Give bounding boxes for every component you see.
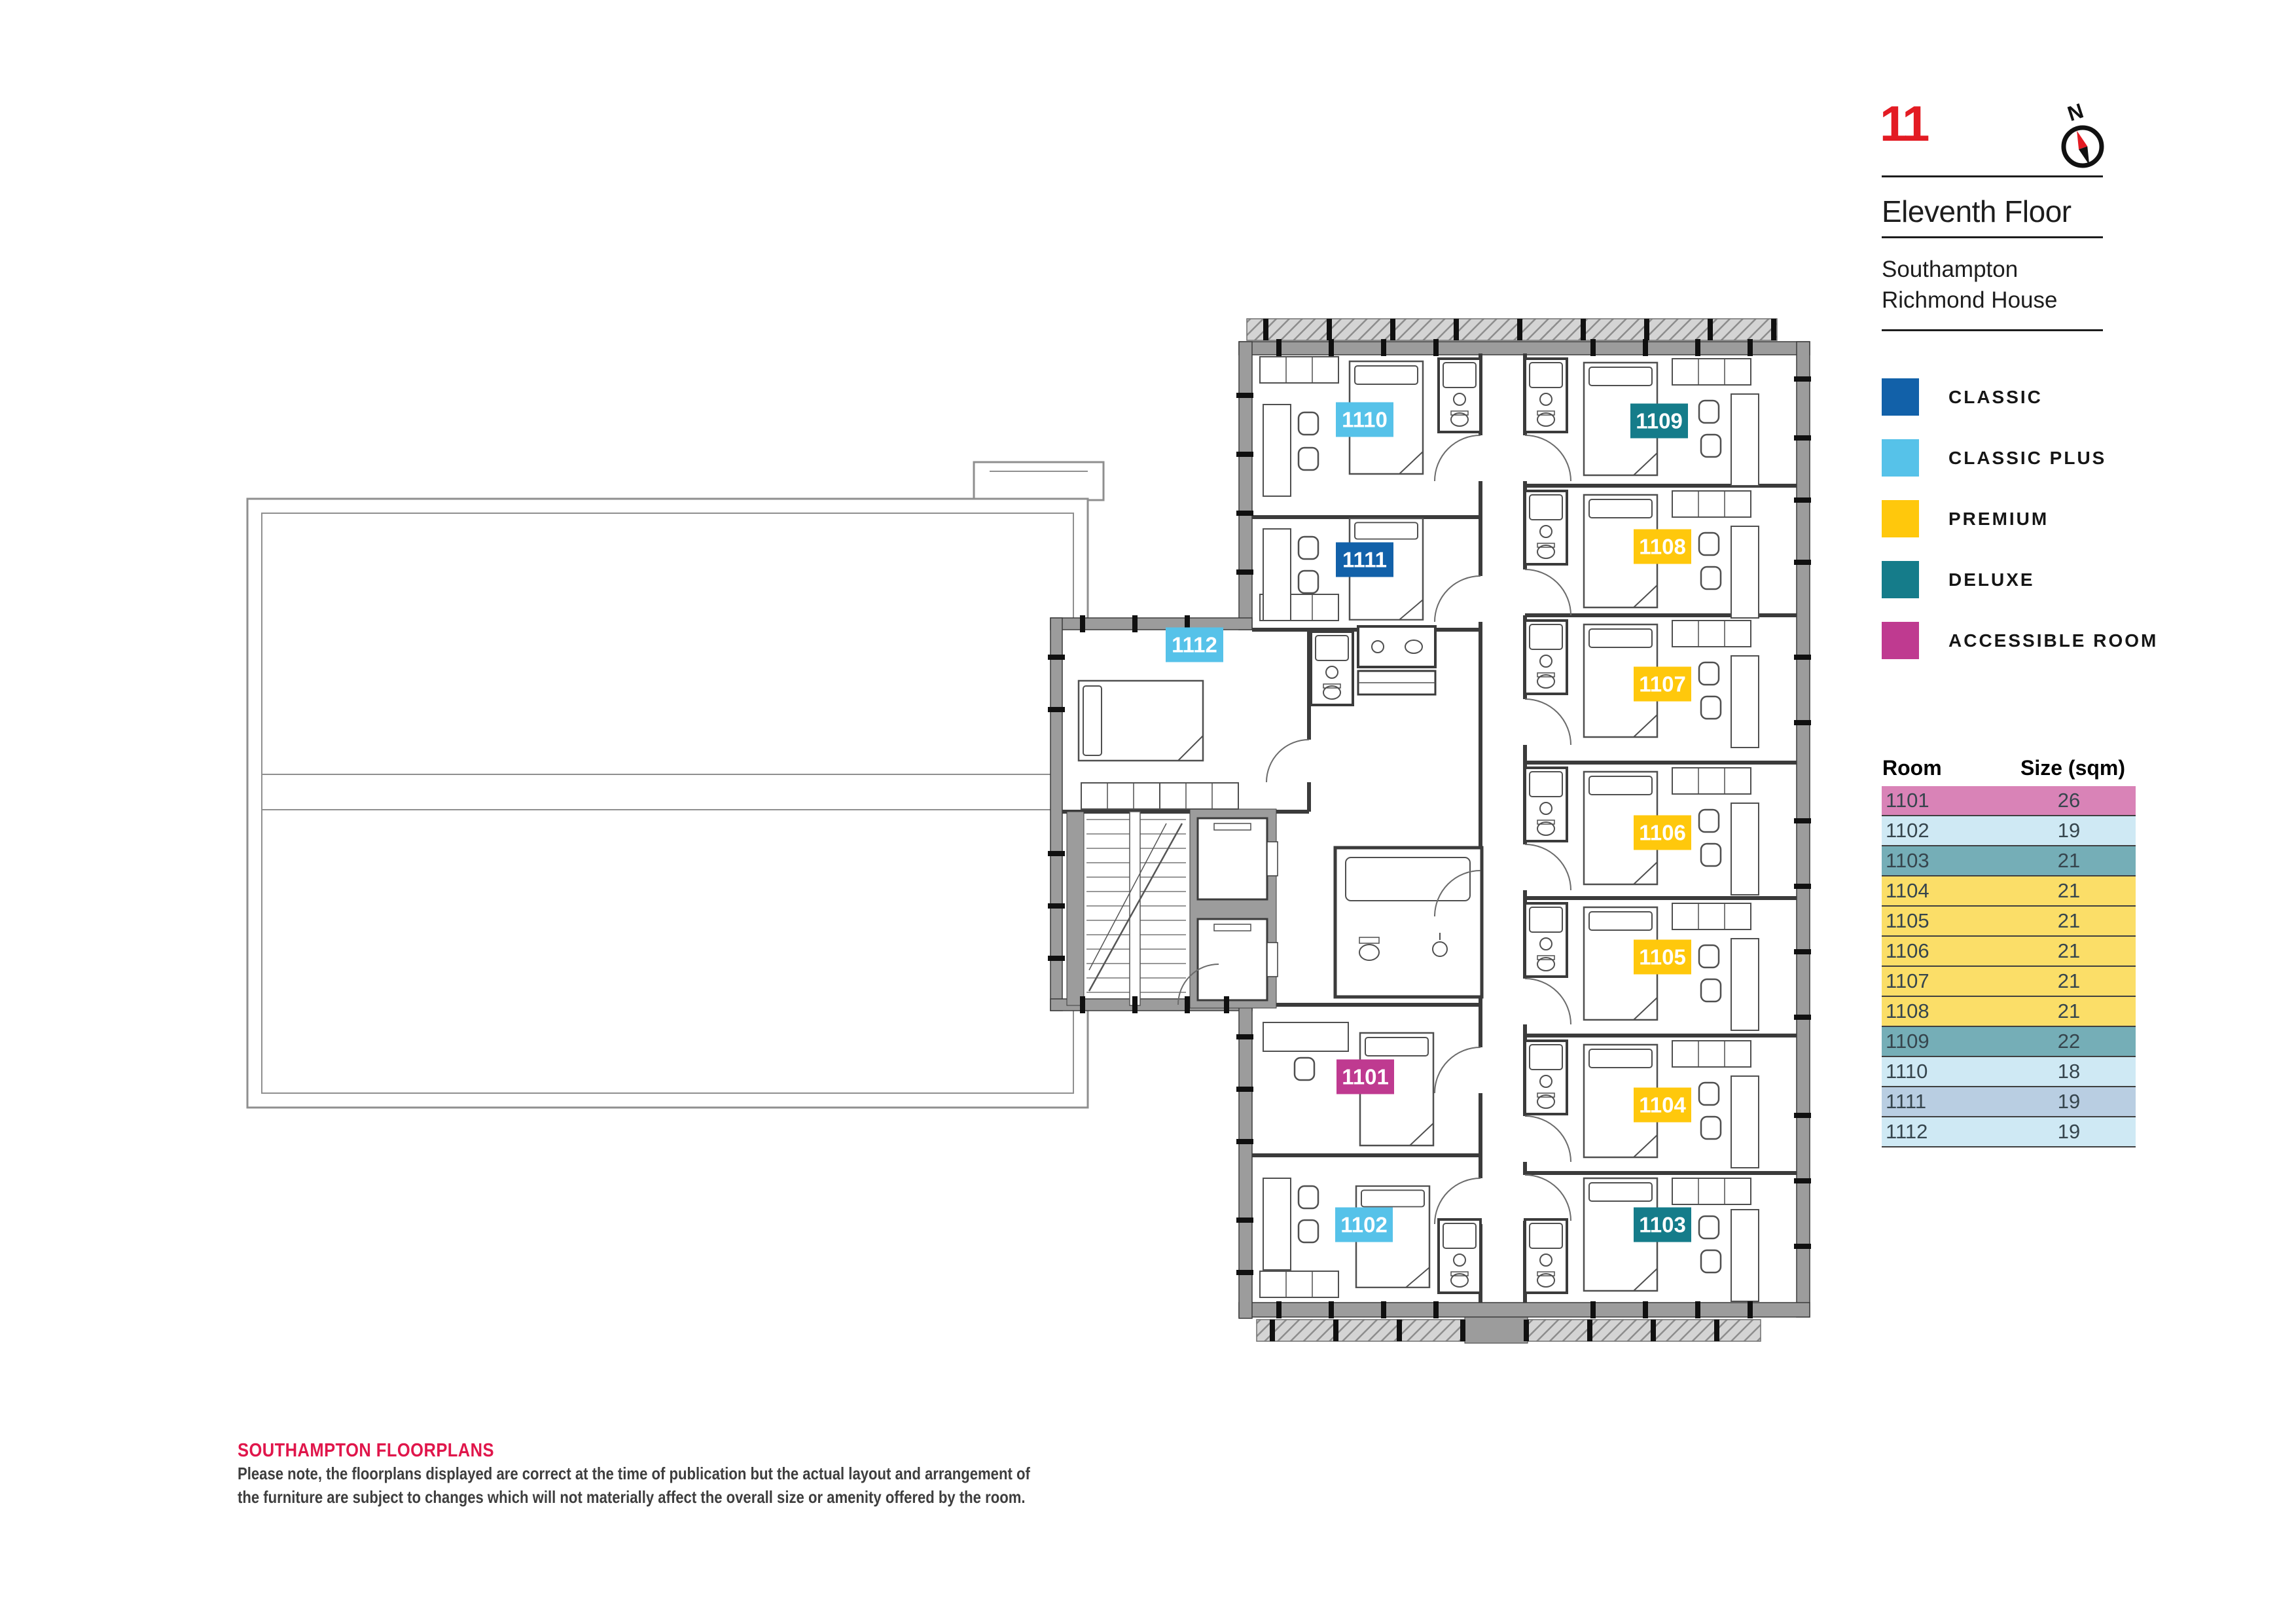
table-header: Room Size (sqm) — [1882, 756, 2136, 786]
legend-label: ACCESSIBLE ROOM — [1948, 630, 2159, 651]
footer-note-line-2: the furniture are subject to changes whi… — [238, 1487, 1026, 1507]
room-size-table: Room Size (sqm) 1101 26 1102 19 1103 21 1104 21… — [1882, 756, 2136, 1147]
cell-size: 19 — [2057, 819, 2081, 842]
room-chip-1105: 1105 — [1634, 939, 1691, 975]
legend-label: CLASSIC — [1948, 386, 2043, 407]
table-row-1110: 1110 18 — [1882, 1057, 2136, 1087]
cell-size: 21 — [2057, 879, 2081, 902]
window-ticks — [1048, 319, 1811, 1341]
legend-item-premium: PREMIUM — [1882, 500, 2274, 537]
legend-item-accessible: ACCESSIBLE ROOM — [1882, 622, 2274, 659]
cell-size: 19 — [2057, 1090, 2081, 1113]
table-row-1112: 1112 19 — [1882, 1117, 2136, 1147]
table-row-1105: 1105 21 — [1882, 907, 2136, 937]
cell-room: 1107 — [1886, 969, 1929, 992]
room-chip-1101: 1101 — [1336, 1059, 1394, 1094]
legend-label: CLASSIC PLUS — [1948, 447, 2107, 468]
cell-size: 21 — [2057, 849, 2081, 872]
room-chip-1110: 1110 — [1336, 402, 1393, 437]
building-name: Southampton Richmond House — [1882, 254, 2057, 316]
cell-size: 21 — [2057, 909, 2081, 932]
furniture — [1077, 356, 1759, 1302]
footer-title: SOUTHAMPTON FLOORPLANS — [238, 1440, 495, 1461]
cell-size: 22 — [2057, 1030, 2081, 1053]
cell-room: 1105 — [1886, 909, 1929, 932]
legend-label: DELUXE — [1948, 569, 2035, 590]
balcony-hatch — [1246, 318, 1778, 1344]
stair-core — [1066, 811, 1186, 1006]
legend-item-classic_plus: CLASSIC PLUS — [1882, 439, 2274, 477]
legend-item-deluxe: DELUXE — [1882, 561, 2274, 598]
legend-swatch-classic — [1882, 378, 1919, 416]
cell-size: 26 — [2057, 789, 2081, 812]
cell-room: 1106 — [1886, 939, 1929, 962]
legend-item-classic: CLASSIC — [1882, 378, 2274, 416]
cell-room: 1101 — [1886, 789, 1929, 812]
divider — [1882, 329, 2103, 331]
roof-outline — [246, 461, 1105, 1109]
room-chip-1111: 1111 — [1336, 542, 1393, 577]
room-chip-1106: 1106 — [1634, 815, 1691, 850]
table-row-1103: 1103 21 — [1882, 846, 2136, 876]
room-chip-1109: 1109 — [1630, 403, 1688, 439]
legend-swatch-deluxe — [1882, 561, 1919, 598]
cell-room: 1112 — [1886, 1120, 1928, 1143]
cell-size: 21 — [2057, 1000, 2081, 1022]
room-chip-1108: 1108 — [1634, 529, 1691, 564]
cell-size: 21 — [2057, 969, 2081, 992]
room-chip-1104: 1104 — [1634, 1087, 1691, 1123]
table-row-1104: 1104 21 — [1882, 876, 2136, 907]
table-row-1102: 1102 19 — [1882, 816, 2136, 846]
legend-swatch-classic_plus — [1882, 439, 1919, 477]
cell-room: 1104 — [1886, 879, 1929, 902]
table-row-1108: 1108 21 — [1882, 997, 2136, 1027]
bathroom-pods — [1310, 357, 1568, 1294]
compass-north-label: N — [2064, 99, 2086, 126]
legend-label: PREMIUM — [1948, 508, 2049, 529]
elevators — [1189, 808, 1278, 1009]
room-chip-1103: 1103 — [1634, 1207, 1691, 1242]
table-row-1111: 1111 19 — [1882, 1087, 2136, 1117]
door-arcs — [1177, 435, 1571, 1225]
divider — [1882, 175, 2103, 177]
cell-room: 1109 — [1886, 1030, 1929, 1053]
room-chip-1107: 1107 — [1634, 666, 1691, 702]
footer: SOUTHAMPTON FLOORPLANS Please note, the … — [238, 1440, 1350, 1509]
cell-room: 1103 — [1886, 849, 1929, 872]
table-header-room: Room — [1882, 756, 1942, 780]
cell-room: 1111 — [1886, 1090, 1927, 1113]
cell-room: 1108 — [1886, 1000, 1929, 1022]
building-line-1: Southampton — [1882, 257, 2018, 282]
table-header-size: Size (sqm) — [2020, 756, 2126, 780]
building-line-2: Richmond House — [1882, 287, 2058, 313]
compass-icon: N — [2061, 99, 2104, 168]
legend-swatch-premium — [1882, 500, 1919, 537]
legend-swatch-accessible — [1882, 622, 1919, 659]
cell-size: 19 — [2057, 1120, 2081, 1143]
floor-name: Eleventh Floor — [1882, 194, 2072, 228]
cell-size: 21 — [2057, 939, 2081, 962]
cell-size: 18 — [2057, 1060, 2081, 1083]
footer-note-line-1: Please note, the floorplans displayed ar… — [238, 1464, 1030, 1483]
room-chip-1112: 1112 — [1166, 627, 1223, 662]
cell-room: 1110 — [1886, 1060, 1928, 1083]
table-row-1109: 1109 22 — [1882, 1027, 2136, 1057]
table-row-1107: 1107 21 — [1882, 967, 2136, 997]
divider — [1882, 236, 2103, 238]
table-row-1101: 1101 26 — [1882, 786, 2136, 816]
floor-number: 11 — [1880, 96, 1929, 152]
room-chip-1102: 1102 — [1335, 1207, 1393, 1242]
cell-room: 1102 — [1886, 819, 1929, 842]
table-row-1106: 1106 21 — [1882, 937, 2136, 967]
